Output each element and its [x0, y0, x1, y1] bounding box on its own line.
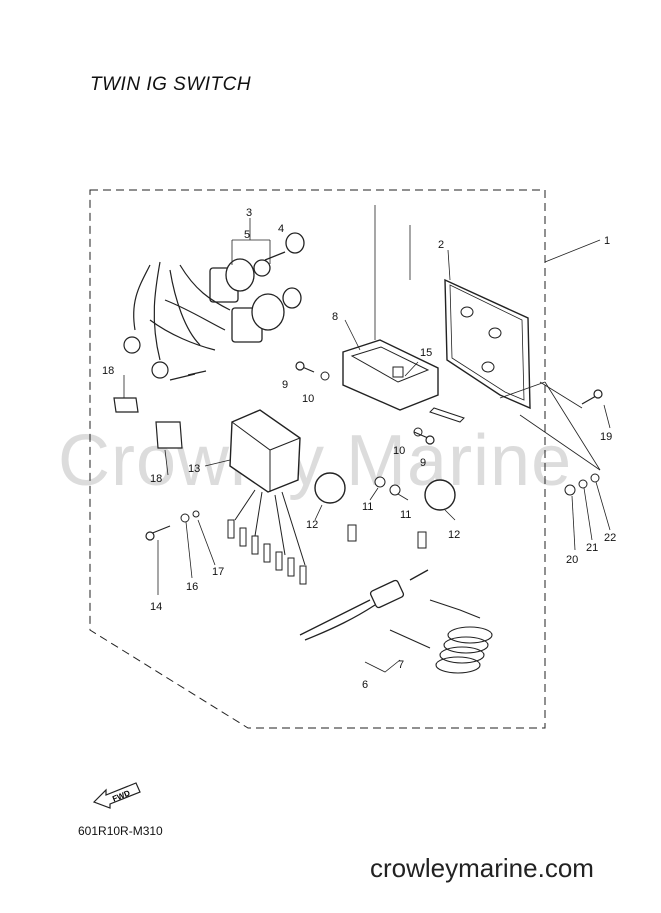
diagram-code: 601R10R-M310	[78, 824, 163, 838]
callout-3: 3	[246, 207, 252, 219]
screws	[145, 361, 603, 541]
callout-22: 22	[604, 532, 616, 544]
callout-11a: 11	[362, 501, 373, 513]
control-unit	[229, 409, 301, 493]
callout-12b: 12	[448, 529, 460, 541]
callout-17: 17	[212, 566, 224, 578]
callout-2: 2	[438, 239, 444, 251]
callout-7: 7	[398, 659, 404, 671]
assembly-boundary	[89, 189, 546, 729]
main-switch-upper	[209, 232, 305, 303]
diagram-title: TWIN IG SWITCH	[90, 74, 252, 95]
forward-arrow-icon: FWD	[92, 782, 141, 809]
emergency-stop-switch	[299, 569, 429, 641]
meter-left	[314, 472, 346, 504]
callout-13: 13	[188, 463, 200, 475]
callout-21: 21	[586, 542, 598, 554]
callout-5: 5	[244, 229, 250, 241]
footer-url[interactable]: crowleymarine.com	[370, 853, 594, 883]
callout-18b: 18	[150, 473, 162, 485]
callout-6: 6	[362, 679, 368, 691]
callout-10a: 10	[302, 393, 314, 405]
meter-right	[424, 479, 456, 511]
cap-lower	[155, 421, 183, 449]
callout-9b: 9	[420, 457, 426, 469]
bracket-plate	[444, 278, 531, 410]
wire-harness	[123, 261, 231, 381]
callout-9a: 9	[282, 379, 288, 391]
lanyard-cord	[389, 599, 493, 674]
callout-14: 14	[150, 601, 162, 613]
callout-18a: 18	[102, 365, 114, 377]
callout-12a: 12	[306, 519, 318, 531]
callout-19: 19	[600, 431, 612, 443]
cap-upper	[113, 397, 139, 413]
lead-terminals	[227, 489, 307, 585]
spring-clip	[429, 407, 465, 423]
callout-10b: 10	[393, 445, 405, 457]
fwd-label: FWD	[111, 788, 131, 803]
callout-20: 20	[566, 554, 578, 566]
callout-11b: 11	[400, 509, 411, 521]
mount-bracket	[342, 339, 439, 411]
main-switch-lower	[231, 287, 302, 343]
callout-8: 8	[332, 311, 338, 323]
callout-16: 16	[186, 581, 198, 593]
callout-1: 1	[604, 235, 610, 247]
callout-15: 15	[420, 347, 432, 359]
callout-4: 4	[278, 223, 284, 235]
